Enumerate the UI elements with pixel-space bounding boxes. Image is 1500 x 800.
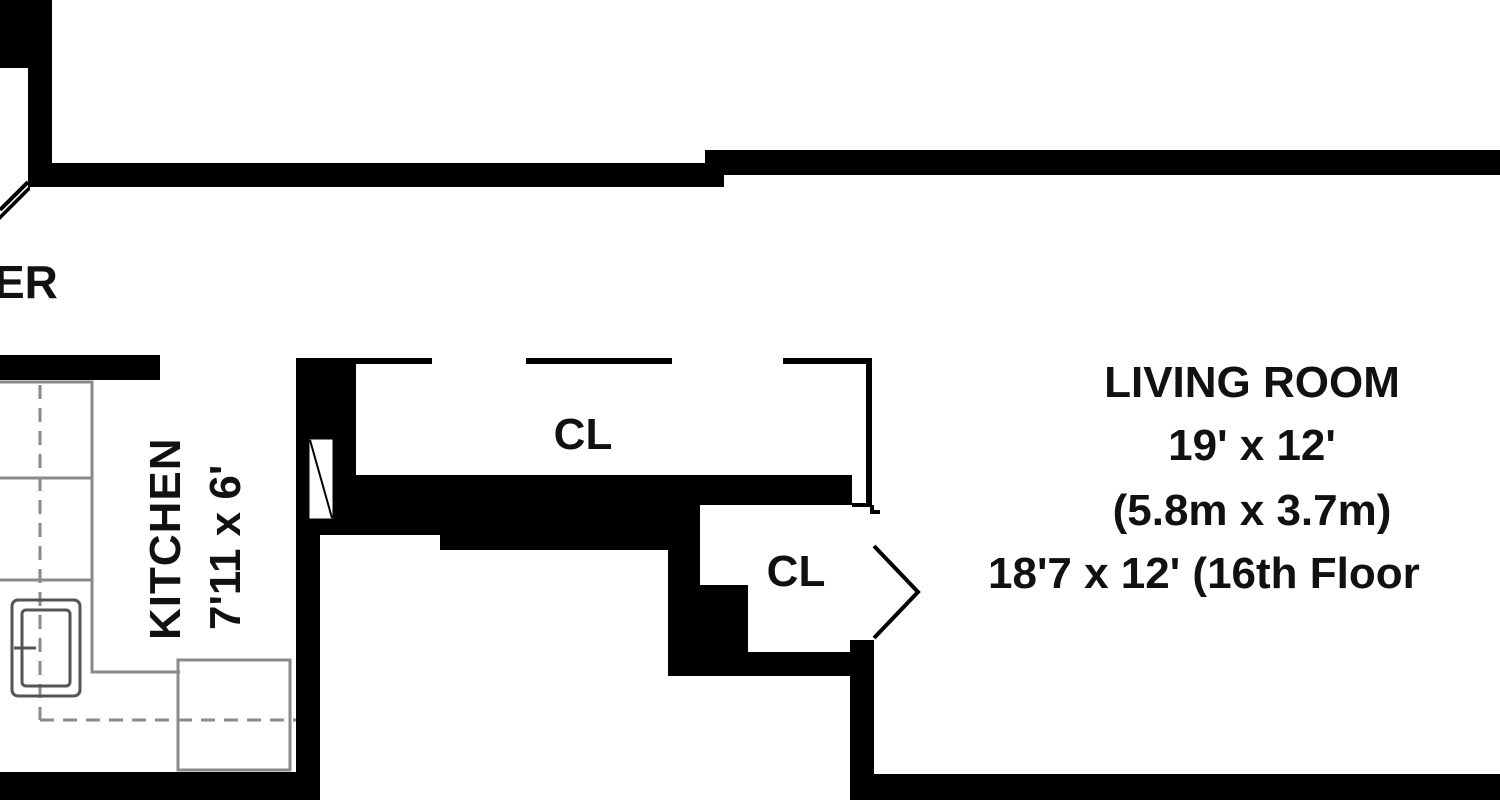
living-room-label: LIVING ROOM 19' x 12' (5.8m x 3.7m) 18'7… bbox=[988, 358, 1420, 598]
wall-closet-lower-right bbox=[850, 640, 874, 800]
kitchen-name: KITCHEN bbox=[141, 437, 190, 640]
kitchen-label: KITCHEN 7'11 x 6' bbox=[141, 437, 250, 640]
wall-bottom-right bbox=[862, 774, 1500, 800]
closet-upper-outline bbox=[356, 358, 872, 505]
closet-lower-door bbox=[852, 503, 921, 640]
closet-upper-label: CL bbox=[554, 410, 613, 459]
wall-corner-top-left bbox=[0, 0, 28, 68]
kitchen-sink bbox=[10, 598, 82, 698]
wall-upper-right bbox=[705, 150, 1500, 175]
door-top-left bbox=[0, 180, 30, 212]
kitchen-appliance bbox=[176, 658, 292, 772]
door-top-left-leaf bbox=[0, 185, 30, 220]
wall-upper-left bbox=[28, 163, 724, 187]
wall-closet-bottom bbox=[320, 475, 852, 550]
wall-left-top bbox=[28, 0, 52, 185]
partial-room-label: ER bbox=[0, 256, 58, 308]
kitchen-fixtures bbox=[0, 380, 292, 772]
wall-bottom-left bbox=[0, 772, 300, 800]
closet-lower-label: CL bbox=[767, 547, 826, 596]
kitchen-counter-outline bbox=[0, 380, 180, 674]
kitchen-dashed-lines bbox=[38, 385, 296, 722]
living-room-dimensions-ft: 19' x 12' bbox=[1168, 421, 1336, 470]
living-room-dimensions-m: (5.8m x 3.7m) bbox=[1113, 486, 1392, 535]
living-room-name: LIVING ROOM bbox=[1104, 358, 1400, 407]
wall-kitchen-top bbox=[0, 355, 160, 380]
kitchen-dimensions: 7'11 x 6' bbox=[201, 465, 250, 630]
partition-opening bbox=[306, 436, 336, 522]
living-room-alt-dimensions: 18'7 x 12' (16th Floor bbox=[988, 549, 1420, 598]
wall-closet-lower-mass bbox=[668, 505, 852, 676]
